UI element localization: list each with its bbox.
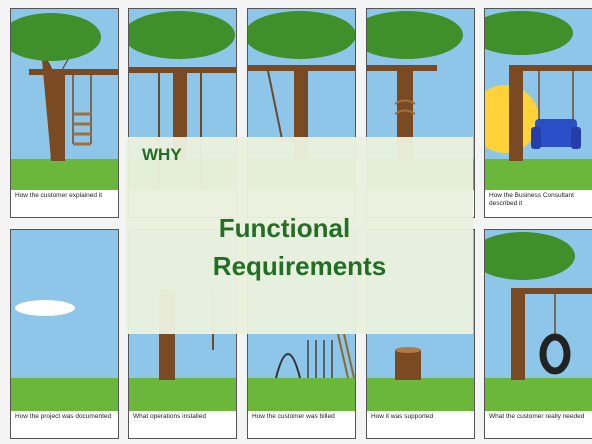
tree-swing-illustration bbox=[129, 9, 236, 190]
panel-caption: How the project was documented bbox=[15, 413, 112, 420]
panel-business-consultant: How the Business Consultant described it bbox=[484, 8, 592, 218]
overlay-title: Functional Requirements bbox=[126, 209, 473, 285]
tree-tire-swing-illustration bbox=[485, 230, 592, 411]
empty-field-illustration bbox=[11, 230, 118, 411]
overlay-title-line2: Requirements bbox=[212, 251, 387, 281]
panel-caption: How the customer was billed bbox=[252, 413, 335, 420]
panel-customer-needed: What the customer really needed bbox=[484, 229, 592, 439]
panel-caption: What operations installed bbox=[133, 413, 206, 420]
tree-armchair-swing-illustration bbox=[485, 9, 592, 190]
panel-project-documented: How the project was documented bbox=[10, 229, 119, 439]
title-overlay-box: WHY Functional Requirements bbox=[126, 137, 473, 334]
panel-caption: What the customer really needed bbox=[489, 413, 585, 420]
panel-customer-explained: How the customer explained it bbox=[10, 8, 119, 218]
tree-swing-ladder-illustration bbox=[11, 9, 118, 190]
panel-caption: How it was supported bbox=[371, 413, 434, 420]
overlay-heading: WHY bbox=[142, 145, 182, 164]
panel-caption: How the Business Consultant described it bbox=[489, 192, 574, 207]
panel-caption: How the customer explained it bbox=[15, 192, 103, 199]
overlay-title-line1: Functional bbox=[218, 213, 351, 243]
